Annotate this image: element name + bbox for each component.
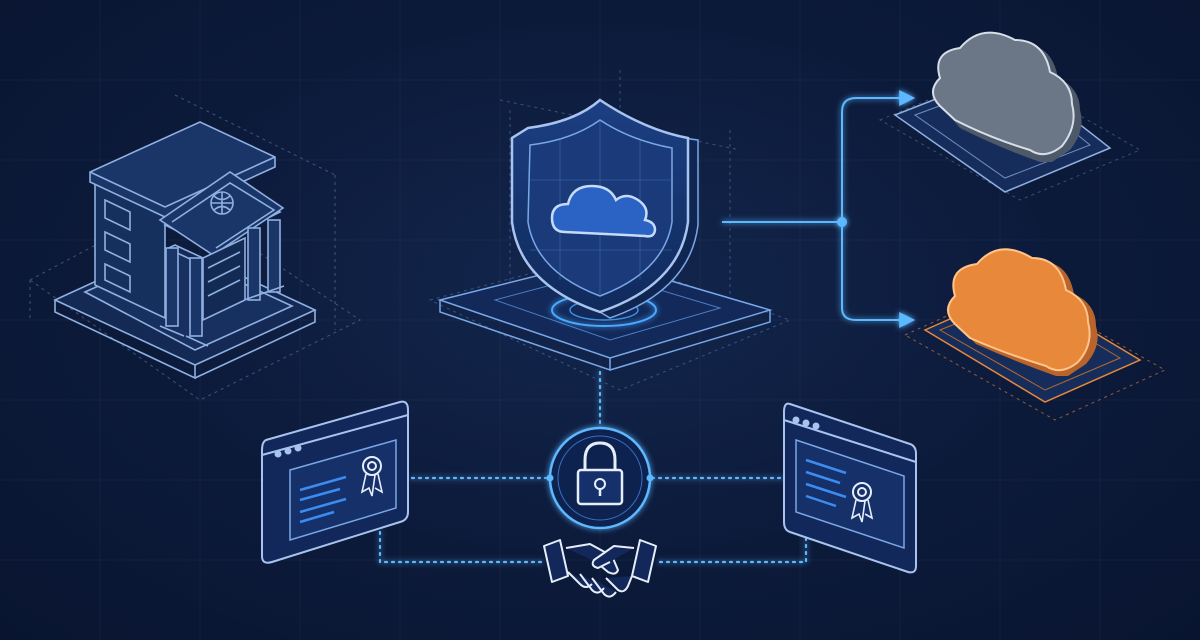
junction-dot [837,217,847,227]
bank-building-icon [29,94,361,401]
handshake-icon [543,539,657,598]
shield-cloud-icon [428,70,792,391]
edge-shield-to-clouds [722,90,916,328]
padlock-icon [538,416,662,540]
cloud-icon [550,184,657,238]
cloud-orange-icon [903,248,1167,421]
cloud-gray-icon [878,31,1142,201]
edge-dotted-connections [378,370,808,564]
certificate-window-right-icon [783,402,917,574]
certificate-window-left-icon [261,400,409,564]
